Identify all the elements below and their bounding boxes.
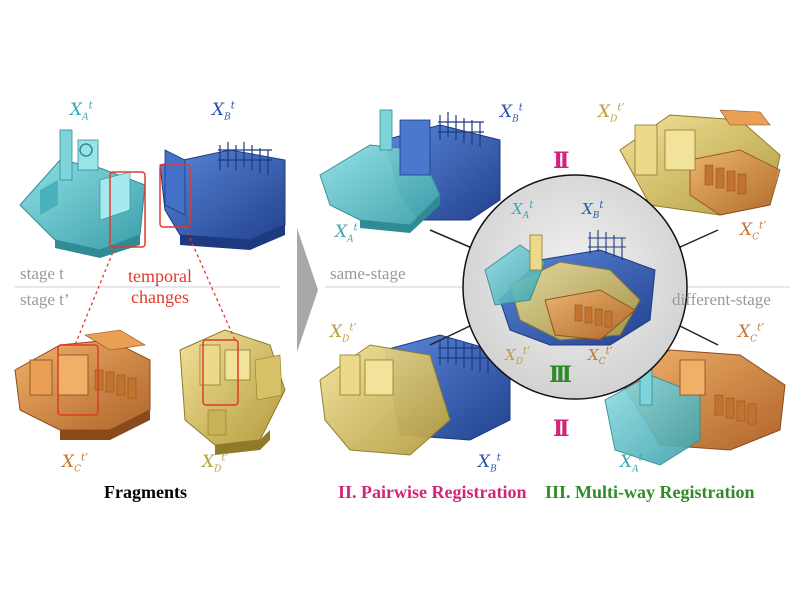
label-fragment-a: XAt	[70, 100, 93, 123]
temporal-change-box-d	[202, 339, 239, 406]
label-tl-b: XBt	[500, 102, 523, 125]
label-br-a: XAt	[620, 452, 643, 475]
label-center-b: XBt	[582, 200, 604, 221]
pair-bottom-right-model	[604, 349, 786, 466]
fragment-a-model	[19, 129, 146, 258]
label-br-c: XCt’	[738, 322, 765, 345]
legend-pairwise-numeral: II.	[338, 482, 357, 502]
legend-pairwise-text: Pairwise Registration	[361, 482, 527, 502]
pairwise-numeral-top: II	[553, 148, 569, 174]
label-fragment-c: XCt’	[62, 452, 89, 475]
label-center-d: XDt’	[505, 346, 531, 367]
stage-t-label: stage t	[20, 264, 64, 283]
multiway-merged-model	[484, 230, 656, 346]
temporal-change-box-b	[159, 164, 191, 228]
fragments-caption: Fragments	[104, 482, 187, 502]
label-tl-a: XAt	[335, 222, 358, 245]
label-fragment-b: XBt	[212, 100, 235, 123]
label-tr-c: XCt’	[740, 220, 767, 243]
label-tr-d: XDt’	[598, 102, 625, 125]
temporal-change-box-a	[109, 171, 146, 248]
label-bl-b: XBt	[478, 452, 501, 475]
label-bl-d: XDt’	[330, 322, 357, 345]
pair-top-right-model	[619, 109, 781, 216]
fragment-b-model	[159, 142, 286, 250]
legend-multiway: III. Multi-way Registration	[545, 482, 755, 503]
label-fragment-d: XDt’	[202, 452, 229, 475]
stage-t-prime-label: stage t’	[20, 290, 70, 309]
different-stage-label: different-stage	[672, 290, 771, 309]
label-center-c: XCt’	[588, 346, 613, 367]
temporal-changes-label: temporal changes	[115, 266, 205, 308]
fragment-c-model	[14, 329, 151, 440]
temporal-change-box-c	[57, 344, 99, 416]
multiway-numeral: III	[549, 362, 572, 388]
legend-multiway-numeral: III.	[545, 482, 571, 502]
legend-multiway-text: Multi-way Registration	[575, 482, 755, 502]
legend-pairwise: II. Pairwise Registration	[338, 482, 526, 503]
temporal-change-connectors	[74, 226, 236, 346]
pair-top-left-model	[319, 109, 501, 233]
temporal-changes-line-2: changes	[131, 287, 189, 307]
same-stage-label: same-stage	[330, 264, 406, 283]
pairwise-numeral-bottom: II	[553, 416, 569, 442]
temporal-changes-line-1: temporal	[128, 266, 192, 286]
flow-arrow	[297, 228, 318, 352]
label-center-a: XAt	[512, 200, 534, 221]
pair-bottom-left-model	[319, 334, 511, 456]
fragment-d-model	[179, 329, 286, 455]
